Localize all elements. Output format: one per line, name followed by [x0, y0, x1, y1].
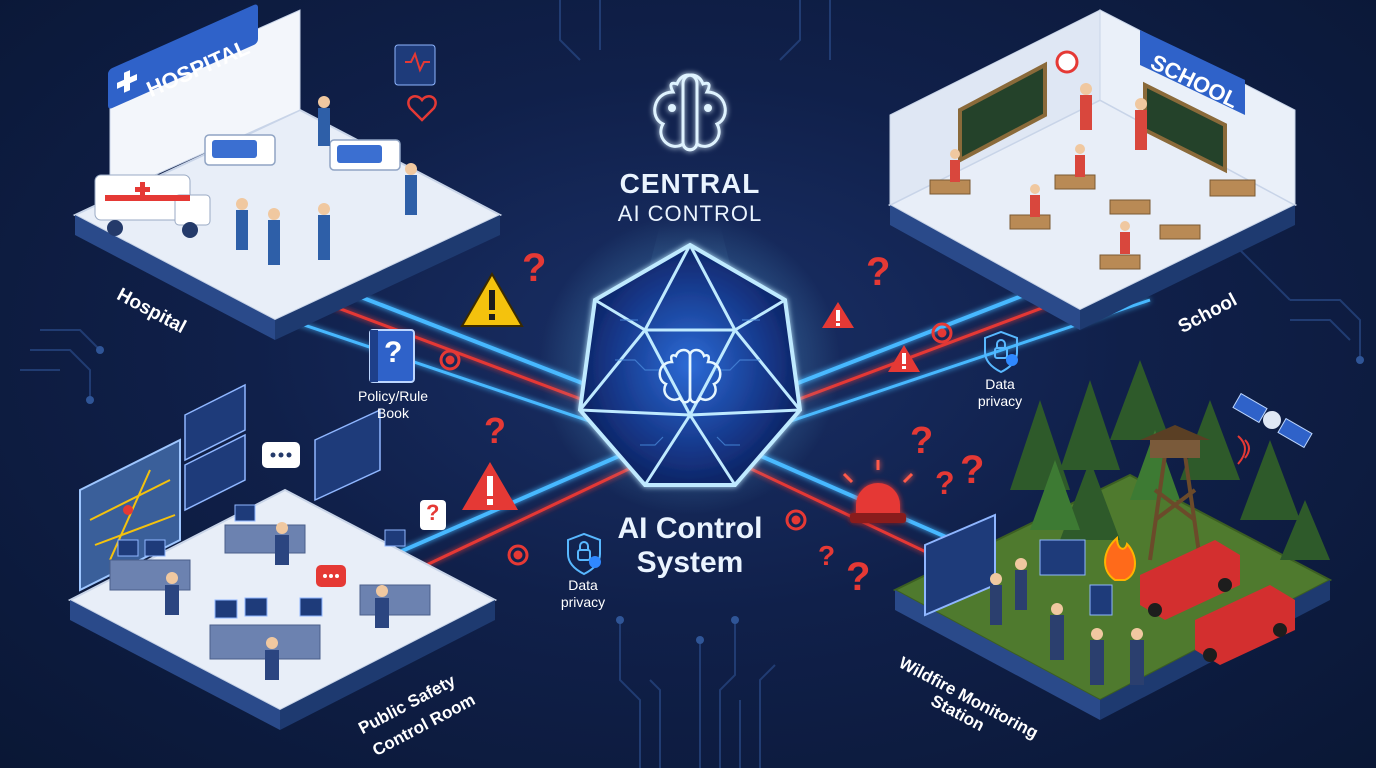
fire-truck-icon	[1140, 540, 1295, 665]
warning-icon	[460, 271, 524, 327]
policy-label-line1: Policy/Rule	[357, 388, 429, 404]
question-icon: ?	[846, 555, 871, 599]
ambulance-icon	[94, 174, 211, 238]
watchtower-icon	[1148, 454, 1202, 561]
privacy-left-line2: privacy	[560, 594, 606, 610]
question-icon: ?	[866, 250, 891, 294]
question-icon: ?	[935, 465, 955, 501]
question-icon: ?	[818, 540, 836, 571]
question-icon: ?	[910, 420, 934, 462]
satellite-icon	[1232, 392, 1313, 465]
wildfire-platform	[892, 360, 1333, 720]
circuit-traces	[20, 0, 1361, 768]
book-icon	[369, 329, 415, 383]
policy-label-line2: Book	[377, 405, 409, 421]
alert-nodes	[439, 322, 953, 566]
siren-icon	[842, 460, 914, 523]
header-title-line2: AI CONTROL	[617, 201, 763, 226]
question-icon: ?	[960, 448, 985, 492]
core-title-line2: System	[636, 546, 744, 579]
question-icon: ?	[426, 500, 440, 525]
book-question-glyph: ?	[384, 336, 403, 369]
question-icon: ?	[484, 410, 506, 451]
hospital-platform	[72, 4, 503, 340]
privacy-right-line1: Data	[985, 376, 1015, 392]
core-title-line1: AI Control	[617, 512, 763, 545]
privacy-left-line1: Data	[568, 577, 598, 593]
lock-shield-icon	[567, 330, 1018, 576]
school-platform	[887, 9, 1298, 330]
header-brain-icon	[653, 73, 727, 152]
brain-icon	[658, 348, 722, 404]
privacy-right-line2: privacy	[977, 393, 1023, 409]
circuit-nodes	[86, 346, 1364, 644]
header-title-line1: CENTRAL	[619, 168, 761, 199]
question-icon: ?	[522, 246, 547, 290]
safety-platform	[67, 383, 498, 730]
flame-icon	[1104, 535, 1136, 581]
